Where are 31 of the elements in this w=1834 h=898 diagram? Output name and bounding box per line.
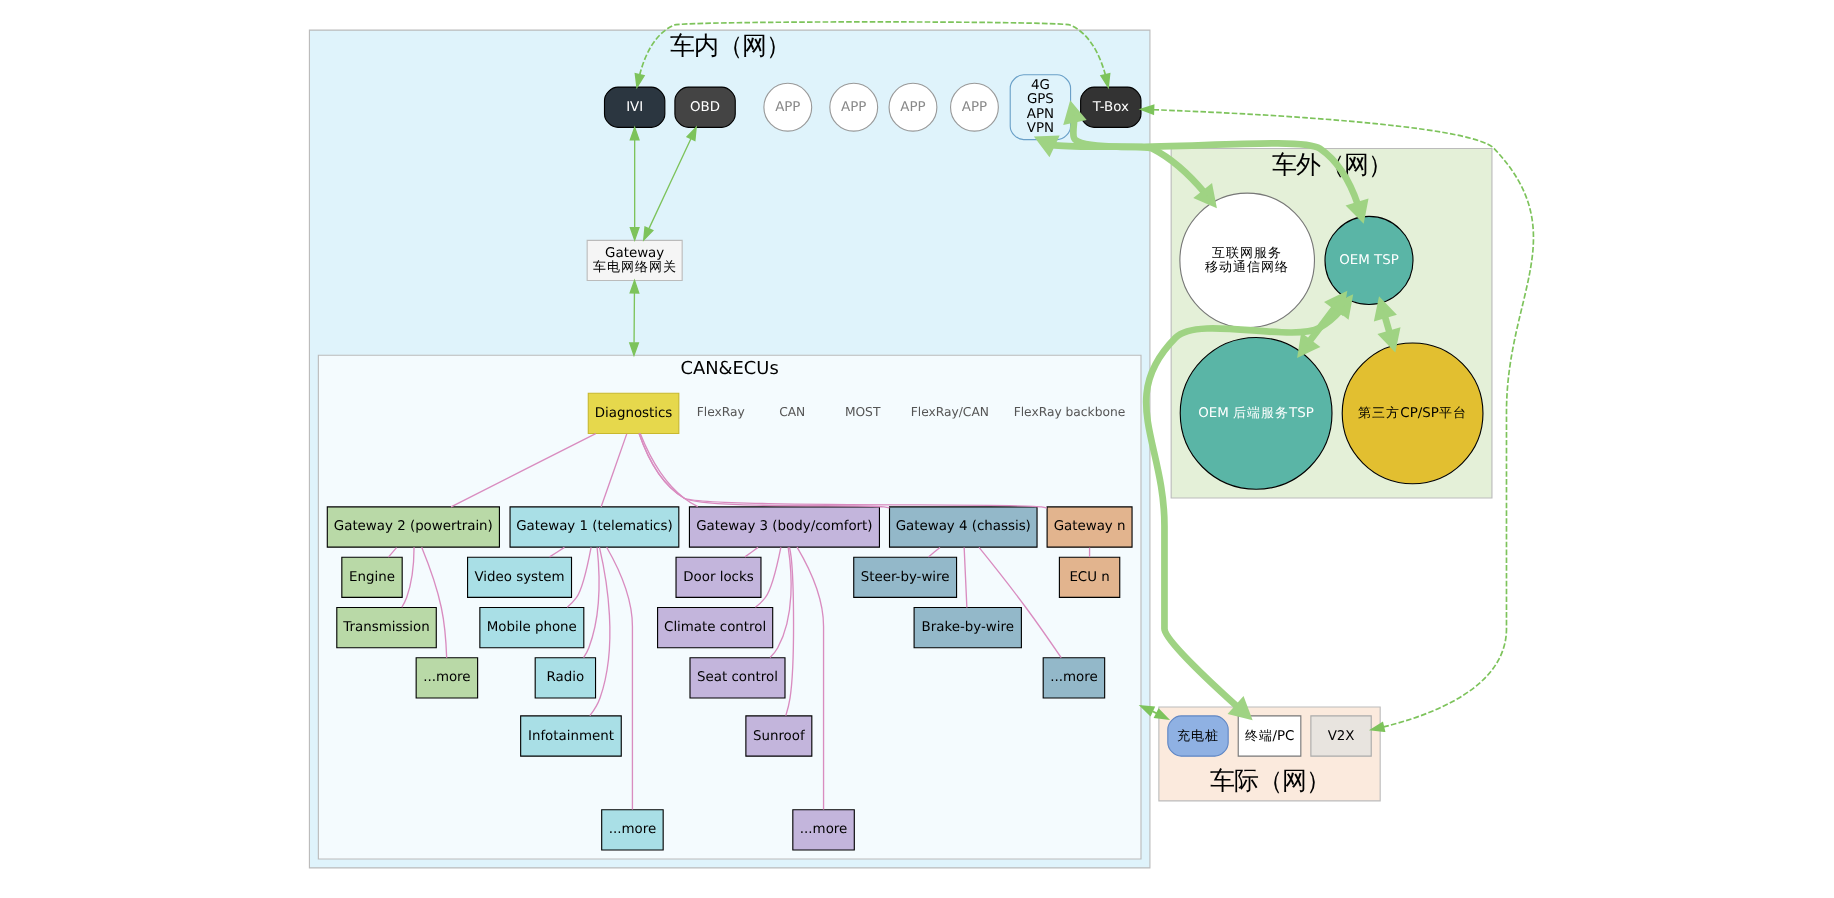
arrow xyxy=(628,278,640,358)
connector xyxy=(796,546,825,811)
connector xyxy=(401,546,415,608)
arrow xyxy=(1033,135,1217,209)
connector xyxy=(600,433,628,508)
connector xyxy=(638,432,1048,509)
connector xyxy=(589,546,611,717)
connector xyxy=(548,546,566,558)
arrow xyxy=(634,21,1111,90)
connector xyxy=(963,546,968,609)
arrow xyxy=(1373,296,1401,353)
arrow xyxy=(629,125,640,242)
arrow xyxy=(1143,294,1354,721)
connector xyxy=(450,432,597,508)
connector xyxy=(638,432,891,509)
arrow xyxy=(1138,704,1171,721)
arrow xyxy=(642,125,697,242)
connector xyxy=(744,546,759,558)
connector xyxy=(639,432,699,508)
connector xyxy=(754,546,782,608)
arrow xyxy=(1138,104,1534,733)
connector xyxy=(927,546,941,558)
connector xyxy=(421,546,448,659)
connector xyxy=(387,547,398,558)
connector xyxy=(785,546,795,717)
connector xyxy=(978,546,1062,659)
arrow xyxy=(1063,100,1369,224)
connector xyxy=(582,546,600,659)
connector xyxy=(769,546,792,659)
connector xyxy=(566,546,592,608)
connector xyxy=(606,546,634,811)
